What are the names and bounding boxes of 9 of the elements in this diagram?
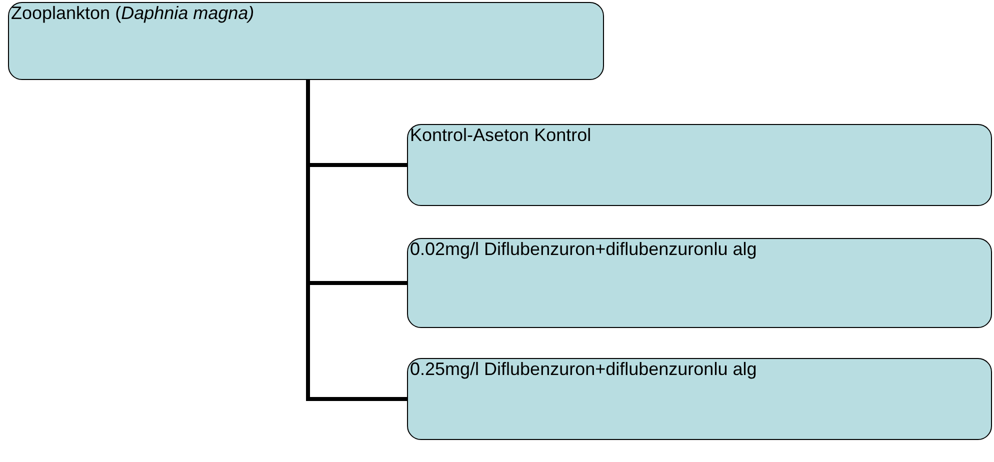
- rounded-box: [407, 358, 992, 440]
- box-label: 0.02mg/l Diflubenzuron+diflubenzuronlu alg: [410, 239, 757, 260]
- rounded-box: [407, 124, 992, 206]
- box-label: Kontrol-Aseton Kontrol: [410, 125, 592, 146]
- rounded-box: [8, 2, 604, 80]
- rounded-box: [407, 238, 992, 328]
- box-label: Zooplankton (Daphnia magna): [11, 3, 254, 24]
- connector-line: [306, 80, 407, 401]
- box-label: 0.25mg/l Diflubenzuron+diflubenzuronlu alg: [410, 359, 757, 380]
